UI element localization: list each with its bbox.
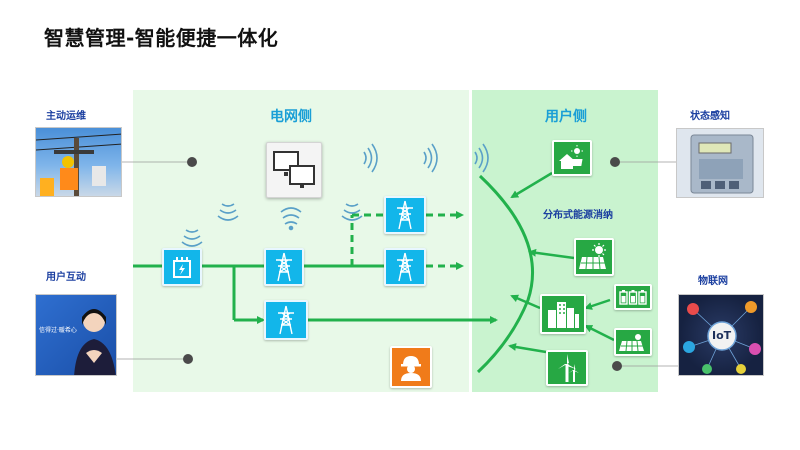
grid-side-title: 电网侧	[270, 109, 312, 125]
power-tower-icon	[276, 252, 292, 282]
monitor-box[interactable]	[266, 142, 322, 198]
battery-icon	[619, 290, 647, 305]
iot-label: 物联网	[698, 276, 728, 287]
transformer-box[interactable]	[162, 248, 202, 286]
house-solar-box[interactable]	[552, 140, 592, 176]
worker-box[interactable]	[390, 346, 432, 388]
worker-icon	[401, 356, 421, 381]
smart-meter-icon	[690, 134, 754, 194]
wind-turbine-icon	[558, 354, 579, 382]
active-maintenance-label: 主动运维	[46, 111, 86, 122]
utility-worker-icon	[36, 133, 121, 196]
city-box[interactable]	[540, 294, 586, 334]
power-tower-box[interactable]	[264, 248, 304, 286]
transformer-icon	[173, 257, 191, 278]
power-tower-icon	[397, 252, 413, 282]
iot-text: IoT	[712, 329, 732, 342]
page-title: 智慧管理-智能便捷一体化	[44, 26, 279, 50]
maintenance-photo	[35, 127, 122, 197]
grid-side-panel	[133, 90, 469, 392]
user-side-title: 用户侧	[545, 109, 587, 125]
solar-panel-icon	[579, 243, 606, 270]
power-tower-icon	[278, 305, 294, 335]
customer-service-photo: 信得过·暖希心	[35, 294, 117, 376]
battery-box[interactable]	[614, 284, 652, 310]
wind-turbine-box[interactable]	[546, 350, 588, 386]
service-agent-icon	[74, 309, 116, 375]
city-icon	[548, 302, 579, 328]
solar-panel-box[interactable]	[614, 328, 652, 356]
user-interaction-label: 用户互动	[46, 272, 86, 283]
connector-dot	[612, 361, 622, 371]
service-banner-text: 信得过·暖希心	[39, 327, 77, 334]
connector-dot	[183, 354, 193, 364]
monitor-icon	[273, 151, 315, 188]
status-awareness-label: 状态感知	[690, 111, 730, 122]
house-solar-icon	[559, 145, 583, 169]
distributed-energy-label: 分布式能源消纳	[543, 210, 613, 221]
power-tower-box[interactable]	[384, 196, 426, 234]
power-tower-box[interactable]	[384, 248, 426, 286]
iot-network-icon	[683, 301, 761, 374]
wireless-signal-icon	[181, 143, 489, 247]
power-tower-box[interactable]	[264, 300, 308, 340]
power-tower-icon	[397, 200, 413, 230]
connector-dot	[610, 157, 620, 167]
iot-photo: IoT	[678, 294, 764, 376]
solar-panel-box[interactable]	[574, 238, 614, 276]
solar-panel-icon	[619, 334, 644, 352]
smart-meter-photo	[676, 128, 764, 198]
connector-dot	[187, 157, 197, 167]
